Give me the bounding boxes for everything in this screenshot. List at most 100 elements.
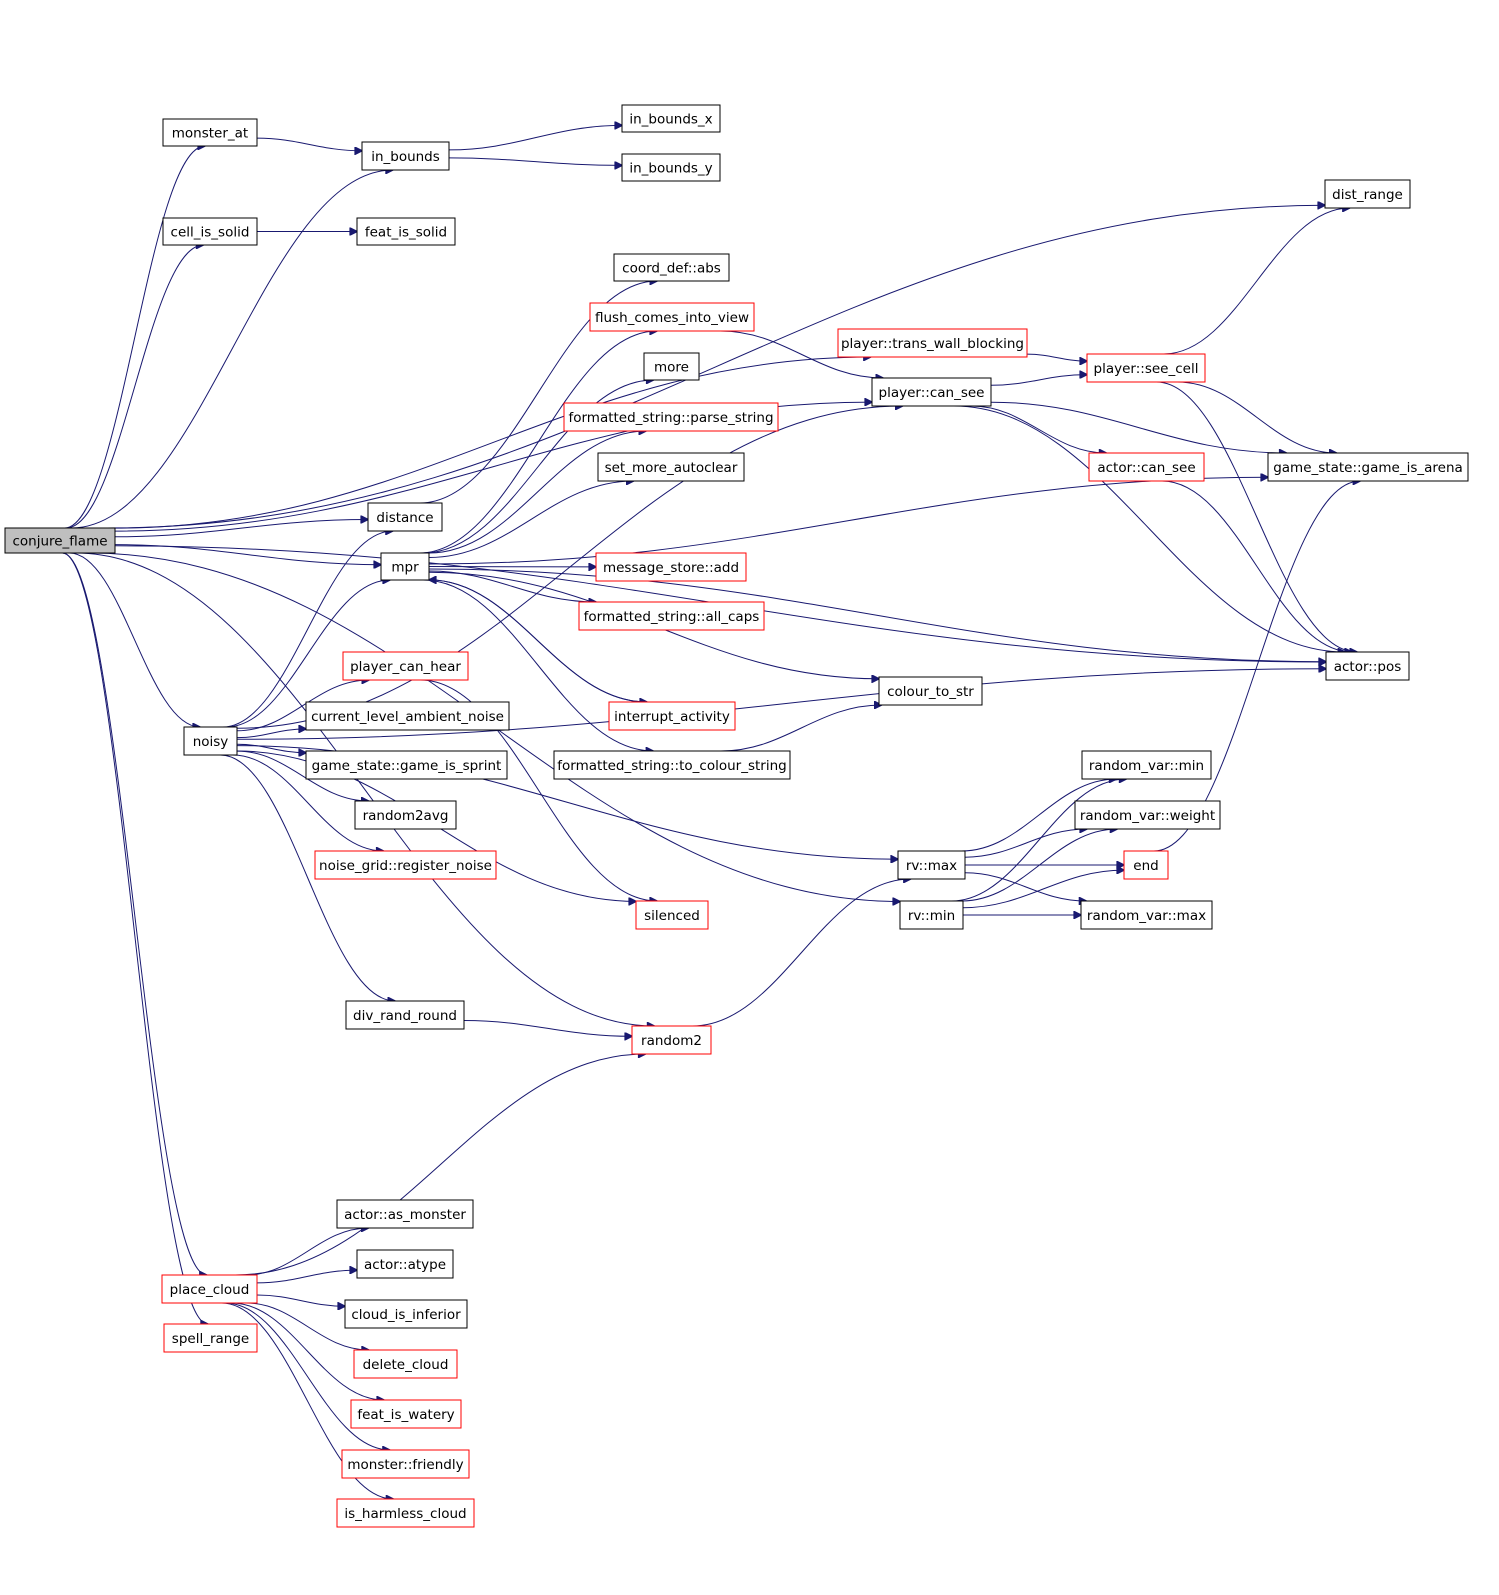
node-label: more (654, 360, 689, 376)
edge-mpr-to-game-is-arena (428, 477, 1268, 565)
node-box (1324, 179, 1411, 209)
node-silenced[interactable]: silenced (635, 900, 709, 930)
node-flush-comes-into-view[interactable]: flush_comes_into_view (589, 302, 755, 332)
node-in-bounds-y[interactable]: in_bounds_y (621, 153, 721, 182)
node-label: in_bounds_y (629, 161, 712, 177)
node-label: silenced (644, 908, 700, 924)
edge-noisy-to-game-is-sprint (236, 743, 306, 753)
node-player-can-hear[interactable]: player_can_hear (342, 651, 469, 681)
node-colour-to-str[interactable]: colour_to_str (878, 676, 983, 706)
node-label: in_bounds_x (629, 112, 712, 128)
edge-end-to-game-is-arena (1153, 481, 1360, 852)
node-box (563, 402, 779, 432)
node-game-is-arena[interactable]: game_state::game_is_arena (1267, 452, 1469, 482)
edge-place-cloud-to-monster-friendly (225, 1302, 390, 1450)
node-feat-is-watery[interactable]: feat_is_watery (350, 1399, 462, 1429)
node-trans-wall-blocking[interactable]: player::trans_wall_blocking (837, 328, 1028, 358)
node-div-rand-round[interactable]: div_rand_round (345, 1000, 465, 1030)
node-set-more-autoclear[interactable]: set_more_autoclear (597, 452, 745, 482)
node-rv-max[interactable]: rv::max (897, 850, 966, 880)
node-dist-range[interactable]: dist_range (1324, 179, 1411, 209)
node-current-level-ambient-noise[interactable]: current_level_ambient_noise (305, 701, 510, 731)
node-box (899, 900, 964, 930)
node-box (305, 750, 508, 780)
edge-player-can-see-to-actor-pos (953, 405, 1345, 652)
node-label: formatted_string::all_caps (584, 609, 760, 625)
node-label: coord_def::abs (622, 261, 721, 277)
edge-random2-to-rv-max (692, 879, 910, 1027)
node-label: player::can_see (879, 385, 985, 401)
node-box (353, 1349, 458, 1379)
node-box (897, 850, 966, 880)
node-random-var-weight[interactable]: random_var::weight (1074, 800, 1221, 830)
node-box (161, 1274, 258, 1304)
node-to-colour-string[interactable]: formatted_string::to_colour_string (553, 750, 791, 780)
node-label: rv::max (906, 858, 957, 874)
node-mpr[interactable]: mpr (380, 552, 430, 581)
node-label: formatted_string::to_colour_string (557, 758, 786, 774)
node-see-cell[interactable]: player::see_cell (1086, 353, 1206, 383)
node-all-caps[interactable]: formatted_string::all_caps (578, 601, 765, 631)
node-label: div_rand_round (353, 1008, 457, 1024)
node-actor-as-monster[interactable]: actor::as_monster (336, 1199, 474, 1229)
node-box (1086, 353, 1206, 383)
node-spell-range[interactable]: spell_range (163, 1323, 258, 1353)
edge-mpr-to-parse-string (428, 431, 646, 554)
node-box (1088, 452, 1205, 482)
node-conjure-flame[interactable]: conjure_flame (4, 527, 116, 554)
node-box (361, 141, 450, 171)
node-random-var-min[interactable]: random_var::min (1081, 750, 1212, 780)
node-game-is-sprint[interactable]: game_state::game_is_sprint (305, 750, 508, 780)
node-actor-can-see[interactable]: actor::can_see (1088, 452, 1205, 482)
node-cloud-is-inferior[interactable]: cloud_is_inferior (344, 1299, 468, 1329)
node-label: player::see_cell (1094, 361, 1199, 377)
node-box (1267, 452, 1469, 482)
node-coord-def-abs[interactable]: coord_def::abs (613, 253, 730, 282)
node-in-bounds-x[interactable]: in_bounds_x (621, 104, 721, 133)
node-distance[interactable]: distance (367, 502, 443, 532)
node-monster-at[interactable]: monster_at (162, 118, 258, 147)
node-interrupt-activity[interactable]: interrupt_activity (608, 701, 736, 731)
node-message-store-add[interactable]: message_store::add (595, 552, 747, 582)
node-box (589, 302, 755, 332)
node-box (1325, 651, 1410, 681)
node-noisy[interactable]: noisy (183, 726, 238, 756)
node-label: dist_range (1332, 187, 1403, 203)
node-box (341, 1449, 470, 1479)
node-label: monster::friendly (347, 1457, 463, 1473)
node-rv-min[interactable]: rv::min (899, 900, 964, 930)
edge-place-cloud-to-is-harmless-cloud (221, 1302, 393, 1499)
node-label: feat_is_solid (365, 225, 447, 241)
node-actor-pos[interactable]: actor::pos (1325, 651, 1410, 681)
edge-player-can-see-to-actor-can-see (971, 405, 1107, 453)
node-label: player_can_hear (350, 659, 461, 675)
node-is-harmless-cloud[interactable]: is_harmless_cloud (336, 1498, 475, 1528)
node-box (837, 328, 1028, 358)
node-box (162, 118, 258, 147)
edge-noisy-to-register-noise (232, 754, 384, 851)
node-register-noise[interactable]: noise_grid::register_noise (314, 850, 497, 880)
node-delete-cloud[interactable]: delete_cloud (353, 1349, 458, 1379)
edge-div-rand-round-to-random2 (463, 1020, 632, 1037)
node-label: rv::min (908, 908, 955, 924)
node-box (613, 253, 730, 282)
node-random2avg[interactable]: random2avg (354, 800, 457, 830)
node-random-var-max[interactable]: random_var::max (1080, 900, 1213, 930)
node-box (1081, 750, 1212, 780)
node-parse-string[interactable]: formatted_string::parse_string (563, 402, 779, 432)
node-random2[interactable]: random2 (631, 1025, 712, 1055)
node-feat-is-solid[interactable]: feat_is_solid (356, 217, 456, 246)
edge-conjure-flame-to-random2 (75, 552, 654, 1026)
node-actor-atype[interactable]: actor::atype (356, 1249, 454, 1279)
node-box (608, 701, 736, 731)
node-more[interactable]: more (643, 352, 700, 381)
node-monster-friendly[interactable]: monster::friendly (341, 1449, 470, 1479)
node-player-can-see[interactable]: player::can_see (871, 377, 992, 407)
edge-in-bounds-to-in-bounds-y (448, 157, 622, 166)
node-place-cloud[interactable]: place_cloud (161, 1274, 258, 1304)
node-cell-is-solid[interactable]: cell_is_solid (162, 217, 258, 246)
node-in-bounds[interactable]: in_bounds (361, 141, 450, 171)
edge-see-cell-to-game-is-arena (1177, 381, 1336, 453)
node-label: colour_to_str (887, 684, 974, 700)
node-end[interactable]: end (1123, 850, 1169, 880)
